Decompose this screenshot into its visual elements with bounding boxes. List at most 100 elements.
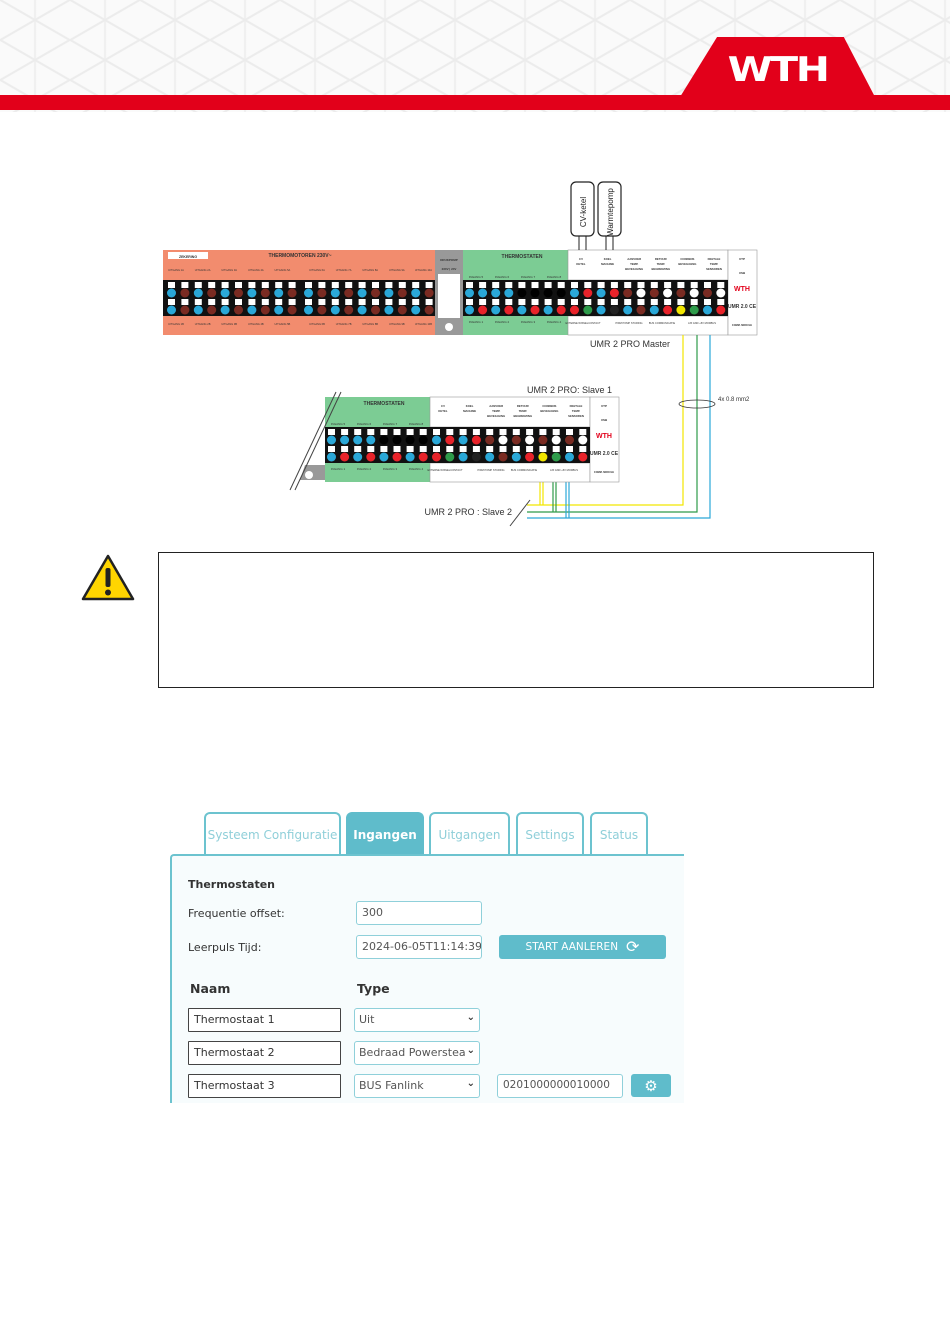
wire-socket bbox=[353, 435, 363, 445]
wire-socket bbox=[538, 452, 548, 462]
modbus-wire bbox=[527, 335, 698, 513]
pump-window bbox=[438, 274, 460, 318]
screw-terminal bbox=[398, 282, 406, 288]
tab-uitgangen[interactable]: Uitgangen bbox=[429, 812, 510, 856]
device-label: Warmtepomp bbox=[606, 188, 615, 236]
input-label: INGANG 5 bbox=[469, 275, 484, 279]
tab-settings[interactable]: Settings bbox=[516, 812, 584, 856]
configure-button[interactable]: ⚙ bbox=[631, 1074, 671, 1097]
thermostat-name-input[interactable]: Thermostaat 1 bbox=[188, 1008, 341, 1032]
connector-label: A B GND +5V MODBUS bbox=[688, 321, 716, 325]
screw-terminal bbox=[526, 429, 534, 435]
screw-terminal bbox=[318, 299, 326, 305]
wire-socket bbox=[649, 288, 659, 298]
screw-terminal bbox=[557, 282, 565, 288]
output-label: UITGANG 8A bbox=[362, 268, 378, 272]
wire-socket bbox=[357, 288, 367, 298]
pump-title: DRUKPOMP bbox=[440, 258, 458, 262]
ce-mark: UMR 2.0 CE bbox=[590, 451, 619, 457]
output-label: UITGANG 2A bbox=[195, 268, 211, 272]
wire-socket bbox=[193, 288, 203, 298]
screw-terminal bbox=[544, 299, 552, 305]
output-label: UITGANG 8B bbox=[362, 322, 378, 326]
learn-time-input[interactable]: 2024-06-05T11:14:39Z bbox=[356, 935, 482, 959]
connector-label: A B GND +5V MODBUS bbox=[550, 468, 578, 472]
wire-socket bbox=[304, 288, 313, 298]
select-value: Uit bbox=[359, 1013, 375, 1026]
screw-terminal bbox=[566, 429, 573, 435]
screw-terminal bbox=[677, 299, 685, 305]
screw-terminal bbox=[664, 282, 672, 288]
start-learn-button[interactable]: START AANLEREN ⟳ bbox=[499, 935, 666, 959]
wire-socket bbox=[511, 452, 521, 462]
wire-socket bbox=[392, 452, 402, 462]
wire-socket bbox=[411, 305, 421, 315]
freq-offset-input[interactable]: 300 bbox=[356, 901, 482, 925]
wire-socket bbox=[287, 305, 297, 315]
column-name-header: Naam bbox=[190, 981, 231, 996]
wire-socket bbox=[556, 305, 566, 315]
wire-socket bbox=[596, 305, 606, 315]
refresh-icon: ⟳ bbox=[626, 937, 640, 956]
device-box bbox=[570, 181, 595, 237]
screw-terminal bbox=[552, 446, 560, 452]
wire-socket bbox=[465, 305, 474, 315]
start-learn-label: START AANLEREN bbox=[525, 941, 619, 953]
thermostat-name-input[interactable]: Thermostaat 3 bbox=[188, 1074, 341, 1098]
output-label: UITGANG 10A bbox=[415, 268, 432, 272]
tab-status[interactable]: Status bbox=[590, 812, 648, 856]
wire-socket bbox=[220, 288, 230, 298]
thermostat-section bbox=[325, 397, 430, 427]
thermostat-type-select[interactable]: Uit⌄ bbox=[354, 1008, 480, 1032]
wire-socket bbox=[649, 305, 659, 315]
screw-terminal bbox=[354, 429, 362, 435]
wire-socket bbox=[234, 288, 243, 298]
output-label: UITGANG 10B bbox=[415, 322, 432, 326]
screw-terminal bbox=[472, 446, 480, 452]
screw-terminal bbox=[584, 282, 592, 288]
screw-terminal bbox=[393, 446, 401, 452]
screw-terminal bbox=[288, 282, 296, 288]
screw-terminal bbox=[433, 429, 440, 435]
sensor-section bbox=[429, 396, 591, 428]
screw-terminal bbox=[358, 282, 366, 288]
sensor-label: TEMP. bbox=[657, 262, 665, 266]
thermostat-section-bottom bbox=[463, 316, 568, 335]
bus-address-input[interactable]: 0201000000010000 bbox=[497, 1074, 623, 1098]
wire-socket bbox=[578, 452, 588, 462]
thermostat-type-select[interactable]: BUS Fanlink⌄ bbox=[354, 1074, 480, 1098]
wire-socket bbox=[485, 452, 495, 462]
screw-terminal bbox=[466, 299, 473, 305]
thermostat-type-select[interactable]: Bedraad Powersteali⌄ bbox=[354, 1041, 480, 1065]
wire-socket bbox=[274, 305, 284, 315]
output-label: UITGANG 5B bbox=[275, 322, 291, 326]
screw-terminal bbox=[459, 429, 467, 435]
wire-socket bbox=[458, 435, 468, 445]
logo-text: WTH bbox=[727, 50, 830, 90]
sensor-label: BEGRENZING bbox=[513, 414, 532, 418]
screw-terminal bbox=[650, 282, 658, 288]
tab-systeem-configuratie[interactable]: Systeem Configuratie bbox=[204, 812, 341, 856]
terminal-strip bbox=[163, 280, 435, 316]
wire-socket bbox=[317, 305, 327, 315]
thermostat-name-input[interactable]: Thermostaat 2 bbox=[188, 1041, 341, 1065]
screw-terminal bbox=[459, 446, 467, 452]
input-label: INGANG 6 bbox=[357, 422, 372, 426]
screw-terminal bbox=[566, 446, 573, 452]
screw-terminal bbox=[492, 299, 500, 305]
wire-socket bbox=[636, 305, 646, 315]
screw-terminal bbox=[412, 299, 420, 305]
screw-terminal bbox=[385, 282, 393, 288]
input-label: INGANG 8 bbox=[409, 422, 424, 426]
screw-terminal bbox=[610, 299, 618, 305]
slave1-label: UMR 2 PRO: Slave 1 bbox=[527, 385, 612, 395]
input-label: INGANG 7 bbox=[383, 422, 398, 426]
wire-socket bbox=[471, 452, 481, 462]
input-label: INGANG 3 bbox=[521, 320, 536, 324]
wire-socket bbox=[180, 305, 190, 315]
sensor-label: BEGRENZING bbox=[651, 267, 670, 271]
wire-socket bbox=[478, 305, 488, 315]
input-label: INGANG 1 bbox=[331, 467, 346, 471]
screw-terminal bbox=[406, 446, 414, 452]
tab-ingangen[interactable]: Ingangen bbox=[346, 812, 424, 856]
